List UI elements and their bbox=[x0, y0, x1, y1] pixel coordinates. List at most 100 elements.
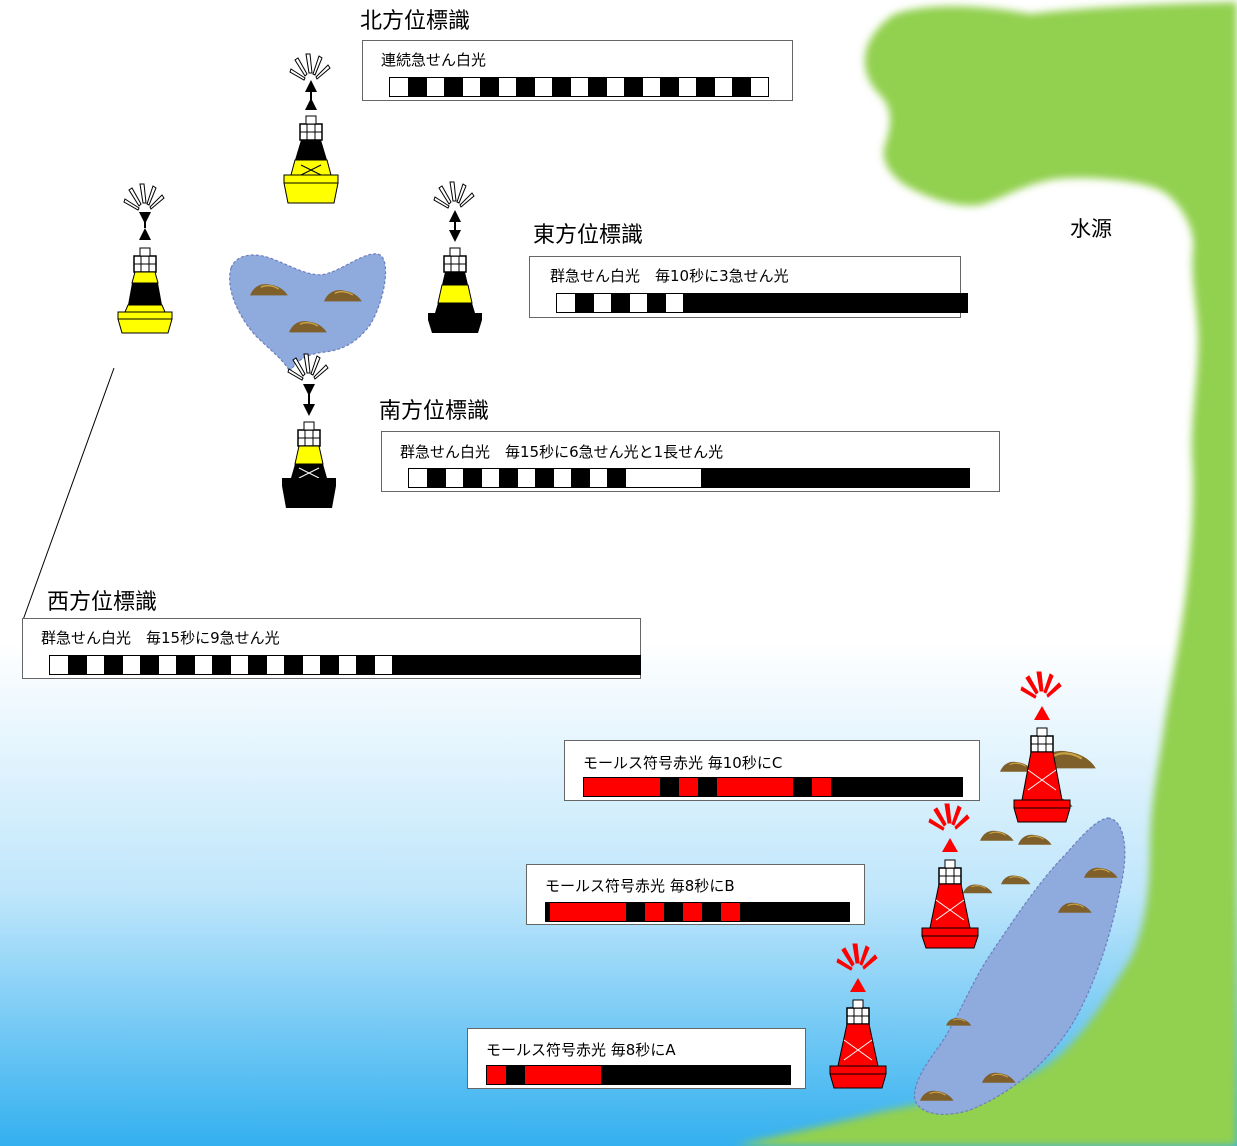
north-light-segment-on bbox=[714, 78, 732, 96]
south-light-segment-off bbox=[535, 469, 553, 487]
south-light-segment-on bbox=[409, 469, 427, 487]
west-light-segment-off bbox=[284, 656, 302, 674]
east-light-panel: 群急せん白光 毎10秒に3急せん光 bbox=[529, 256, 968, 318]
north-light-segment-on bbox=[390, 78, 408, 96]
morse-c-light-segment-on bbox=[812, 778, 831, 796]
east-light-segment-on bbox=[557, 294, 575, 312]
shoal-central bbox=[229, 253, 387, 374]
south-light-segment-off bbox=[571, 469, 589, 487]
west-light-segment-off bbox=[320, 656, 338, 674]
morse-a-light-segment-on bbox=[525, 1066, 601, 1084]
west-light-segment-off bbox=[248, 656, 266, 674]
morse-a-light-segment-off bbox=[506, 1066, 525, 1084]
north-light-segment-off bbox=[552, 78, 570, 96]
north-light-segment-on bbox=[462, 78, 480, 96]
red-buoy-a bbox=[829, 943, 887, 1089]
south-light-segment-on bbox=[481, 469, 499, 487]
morse-c-light-segment-off bbox=[793, 778, 812, 796]
west-light-label: 群急せん白光 毎15秒に9急せん光 bbox=[41, 629, 280, 647]
east-buoy bbox=[428, 181, 482, 333]
north-light-segment-on bbox=[750, 78, 768, 96]
morse-b-light-segment-off bbox=[546, 903, 550, 921]
north-light-panel: 連続急せん白光 bbox=[362, 40, 793, 101]
east-light-segment-off bbox=[683, 294, 967, 312]
north-mark-title: 北方位標識 bbox=[360, 9, 471, 34]
north-light-segment-on bbox=[534, 78, 552, 96]
morse-a-light-segment-on bbox=[487, 1066, 506, 1084]
north-light-segment-off bbox=[660, 78, 678, 96]
morse-a-light-pattern-bar bbox=[486, 1065, 791, 1085]
north-light-segment-off bbox=[624, 78, 642, 96]
morse-c-light-segment-off bbox=[660, 778, 679, 796]
south-light-segment-off bbox=[499, 469, 517, 487]
north-light-pattern-bar bbox=[389, 77, 769, 97]
south-light-segment-off bbox=[607, 469, 625, 487]
west-light-segment-on bbox=[50, 656, 68, 674]
west-light-segment-on bbox=[194, 656, 212, 674]
south-light-segment-on bbox=[445, 469, 463, 487]
north-light-segment-off bbox=[516, 78, 534, 96]
west-light-segment-on bbox=[122, 656, 140, 674]
morse-c-light-segment-off bbox=[698, 778, 717, 796]
east-light-segment-off bbox=[611, 294, 629, 312]
east-light-segment-on bbox=[629, 294, 647, 312]
morse-b-light-segment-on bbox=[721, 903, 740, 921]
east-light-pattern-bar bbox=[556, 293, 968, 313]
south-light-pattern-bar bbox=[408, 468, 970, 488]
morse-b-light-segment-off bbox=[740, 903, 849, 921]
south-light-segment-off bbox=[463, 469, 481, 487]
west-light-segment-on bbox=[158, 656, 176, 674]
west-light-segment-on bbox=[266, 656, 284, 674]
east-light-segment-off bbox=[575, 294, 593, 312]
south-light-panel: 群急せん白光 毎15秒に6急せん光と1長せん光 bbox=[381, 431, 1000, 492]
shoal-east bbox=[913, 817, 1126, 1115]
west-light-segment-off bbox=[212, 656, 230, 674]
north-light-segment-on bbox=[426, 78, 444, 96]
north-light-segment-on bbox=[678, 78, 696, 96]
morse-c-light-segment-on bbox=[717, 778, 793, 796]
west-mark-title: 西方位標識 bbox=[47, 590, 158, 615]
morse-a-light-panel: モールス符号赤光 毎8秒にA bbox=[467, 1028, 806, 1089]
north-light-segment-off bbox=[696, 78, 714, 96]
south-light-label: 群急せん白光 毎15秒に6急せん光と1長せん光 bbox=[400, 443, 724, 461]
east-light-segment-off bbox=[647, 294, 665, 312]
morse-b-light-segment-on bbox=[683, 903, 702, 921]
west-light-segment-off bbox=[104, 656, 122, 674]
morse-b-light-label: モールス符号赤光 毎8秒にB bbox=[545, 877, 735, 895]
east-light-segment-on bbox=[665, 294, 683, 312]
morse-c-light-pattern-bar bbox=[583, 777, 963, 797]
morse-b-light-panel: モールス符号赤光 毎8秒にB bbox=[526, 864, 865, 925]
west-light-segment-on bbox=[338, 656, 356, 674]
west-light-segment-on bbox=[302, 656, 320, 674]
south-light-segment-on bbox=[553, 469, 571, 487]
morse-c-light-segment-off bbox=[831, 778, 962, 796]
morse-b-light-pattern-bar bbox=[545, 902, 850, 922]
west-light-segment-off bbox=[68, 656, 86, 674]
south-buoy bbox=[282, 353, 336, 508]
west-light-segment-on bbox=[374, 656, 392, 674]
land-label: 水源 bbox=[1070, 217, 1112, 241]
morse-c-light-segment-on bbox=[584, 778, 660, 796]
east-mark-title: 東方位標識 bbox=[533, 223, 644, 248]
west-light-segment-off bbox=[356, 656, 374, 674]
south-light-segment-on bbox=[517, 469, 535, 487]
north-buoy bbox=[283, 53, 339, 204]
north-light-segment-off bbox=[480, 78, 498, 96]
morse-c-light-label: モールス符号赤光 毎10秒にC bbox=[583, 754, 783, 772]
north-light-segment-off bbox=[588, 78, 606, 96]
west-light-segment-off bbox=[140, 656, 158, 674]
morse-b-light-segment-on bbox=[645, 903, 664, 921]
east-light-segment-on bbox=[593, 294, 611, 312]
west-light-pattern-bar bbox=[49, 655, 641, 675]
south-light-segment-on bbox=[625, 469, 701, 487]
west-light-segment-off bbox=[392, 656, 640, 674]
south-light-segment-off bbox=[701, 469, 969, 487]
red-buoy-b bbox=[921, 803, 979, 949]
south-mark-title: 南方位標識 bbox=[379, 399, 490, 424]
leader-line bbox=[22, 367, 115, 621]
north-light-segment-on bbox=[642, 78, 660, 96]
morse-c-light-segment-on bbox=[679, 778, 698, 796]
morse-c-light-panel: モールス符号赤光 毎10秒にC bbox=[564, 740, 980, 801]
morse-b-light-segment-on bbox=[550, 903, 626, 921]
morse-a-light-segment-off bbox=[601, 1066, 790, 1084]
